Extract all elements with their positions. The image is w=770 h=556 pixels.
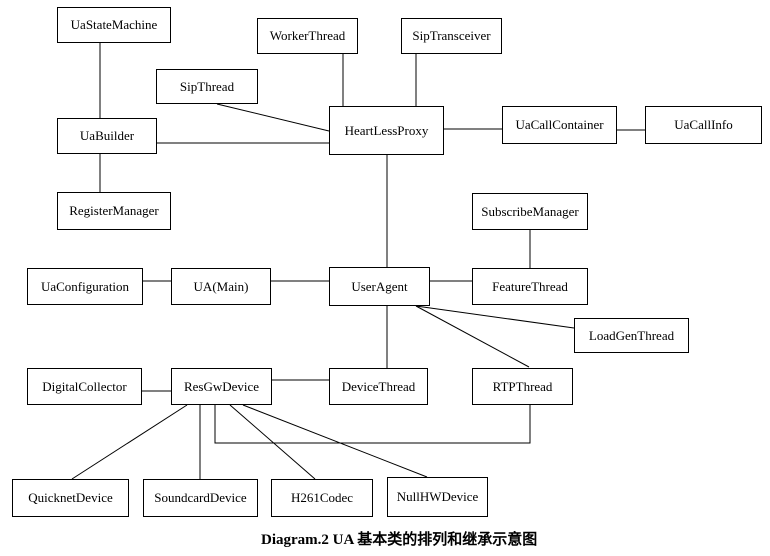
edge-user-agent--load-gen-thread [415,305,575,329]
node-label: UaStateMachine [70,17,158,32]
node-register-manager: RegisterManager [57,192,171,230]
node-label: RegisterManager [69,203,159,218]
node-ua-call-info: UaCallInfo [645,106,762,144]
node-null-hw-device: NullHWDevice [387,477,488,517]
node-quicknet-device: QuicknetDevice [12,479,129,517]
node-label: UaCallContainer [515,117,604,132]
node-feature-thread: FeatureThread [472,268,588,305]
node-heart-less-proxy: HeartLessProxy [329,106,444,155]
node-sip-thread: SipThread [156,69,258,104]
node-ua-call-container: UaCallContainer [502,106,617,144]
edge-user-agent--rtp-thread [415,305,530,368]
node-label: SipThread [179,78,235,94]
node-label: SoundcardDevice [154,490,247,505]
node-label: SipTransceiver [412,28,491,43]
node-rtp-thread: RTPThread [472,368,573,405]
edge-res-gw-device--null-hw-device [242,404,428,478]
node-ua-configuration: UaConfiguration [27,268,143,305]
node-soundcard-device: SoundcardDevice [143,479,258,517]
node-label: UA(Main) [193,278,249,294]
node-label: RTPThread [492,378,553,394]
node-label: WorkerThread [269,28,346,43]
node-label: UaBuilder [79,128,135,143]
node-h261-codec: H261Codec [271,479,373,517]
edge-sip-thread--heart-less-proxy [216,103,330,132]
node-ua-builder: UaBuilder [57,118,157,154]
node-load-gen-thread: LoadGenThread [574,318,689,353]
node-label: LoadGenThread [588,327,675,343]
edge-res-gw-device--quicknet-device [71,404,188,480]
node-label: NullHWDevice [396,489,479,504]
node-label: H261Codec [290,490,354,505]
node-worker-thread: WorkerThread [257,18,358,54]
node-label: QuicknetDevice [28,490,113,505]
node-ua-main: UA(Main) [171,268,271,305]
node-label: FeatureThread [492,278,568,294]
node-label: UaConfiguration [40,278,130,294]
node-label: UserAgent [351,278,408,294]
node-res-gw-device: ResGwDevice [171,368,272,405]
node-label: DigitalCollector [42,378,127,394]
node-label: UaCallInfo [674,117,733,132]
diagram-caption: Diagram.2 UA 基本类的排列和继承示意图 [261,532,538,548]
node-label: ResGwDevice [183,378,260,394]
node-subscribe-manager: SubscribeManager [472,193,588,230]
node-user-agent: UserAgent [329,267,430,306]
node-ua-state-machine: UaStateMachine [57,7,171,43]
node-device-thread: DeviceThread [329,368,428,405]
edge-res-gw-device--rtp-thread [214,405,531,444]
node-label: HeartLessProxy [344,122,429,138]
node-label: SubscribeManager [481,203,579,219]
node-sip-transceiver: SipTransceiver [401,18,502,54]
node-label: DeviceThread [341,378,416,394]
node-digital-collector: DigitalCollector [27,368,142,405]
edge-res-gw-device--h261-codec [229,404,316,480]
